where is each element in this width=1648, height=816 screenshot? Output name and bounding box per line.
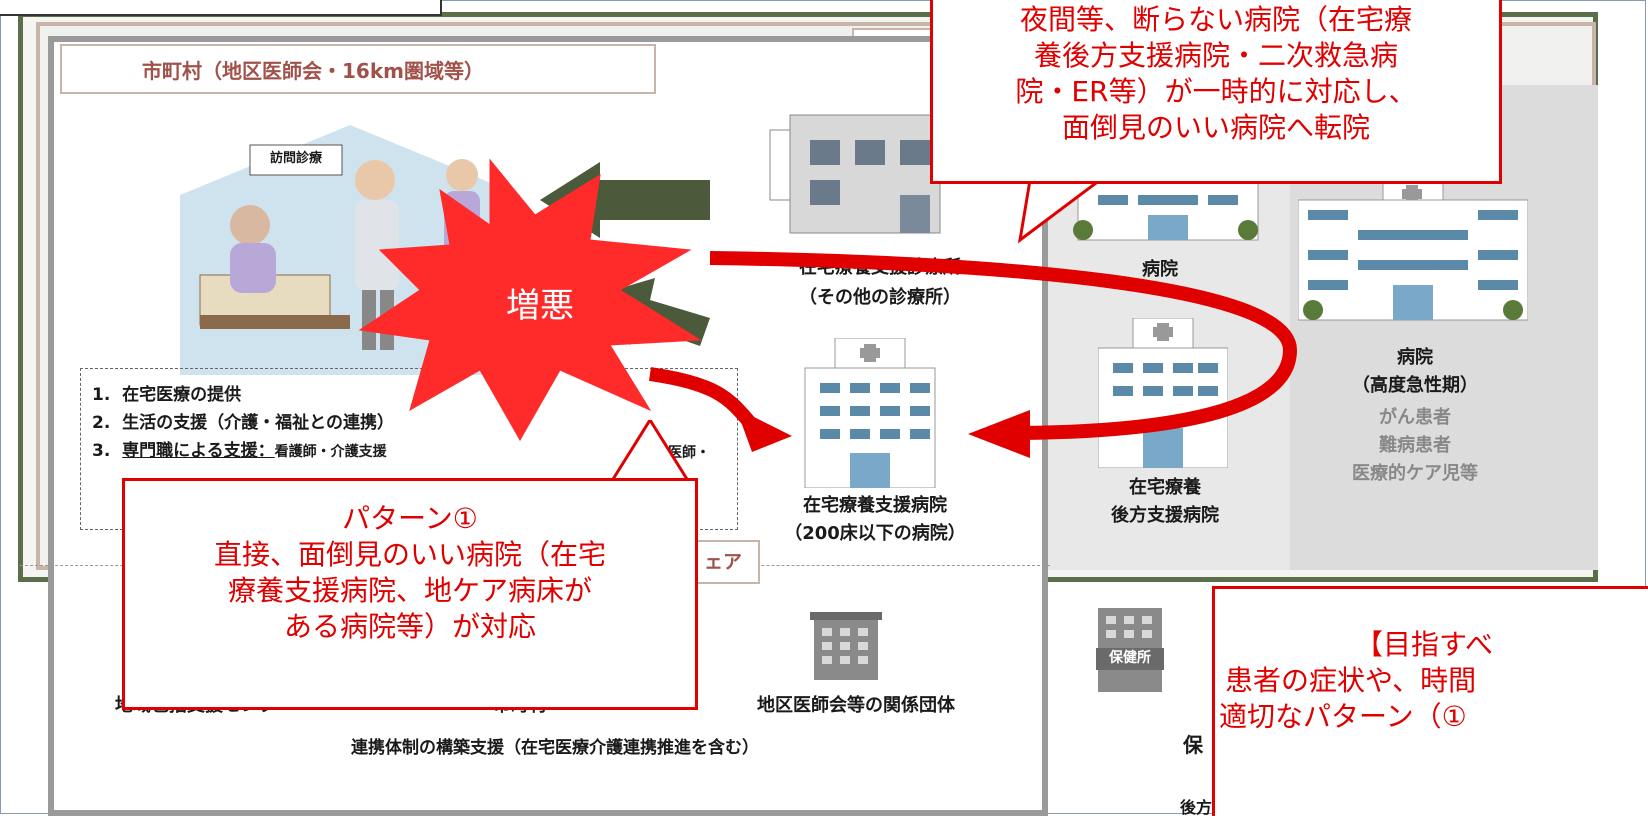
cooperation-footer: 連携体制の構築支援（在宅医療介護連携推進を含む） xyxy=(351,738,759,758)
office-building-icon xyxy=(810,612,882,680)
support-item-2: 2. 生活の支援（介護・福祉との連携） xyxy=(92,413,394,433)
backup-hospital-icon xyxy=(1098,318,1228,468)
support-item-3: 3. 専門職による支援：看護師・介護支援 xyxy=(92,441,387,461)
municipality-title: 市町村（地区医師会・16km圏域等） xyxy=(60,44,656,94)
night-callout-tail xyxy=(1017,180,1103,244)
exacerbation-burst xyxy=(358,158,702,442)
acute-hospital-label-1: 病院 xyxy=(1397,347,1433,368)
health-center-sign: 保健所 xyxy=(1109,650,1151,666)
night-route-arrow-curve xyxy=(709,251,1298,440)
exacerbation-label: 増悪 xyxy=(506,286,574,326)
clinic-building-icon xyxy=(769,114,941,234)
pattern1-arrow-curve xyxy=(649,367,758,430)
support-item-1: 1. 在宅医療の提供 xyxy=(92,385,242,405)
acute-hospital-icon xyxy=(1298,180,1528,321)
corner-tab xyxy=(0,0,442,16)
hospital-icon xyxy=(1073,180,1259,241)
night-hospital-callout: 夜間等、断らない病院（在宅療 養後方支援病院・二次救急病 院・ER等）が一時的に… xyxy=(930,0,1502,184)
backup-hospital-label-2: 後方支援病院 xyxy=(1111,505,1219,526)
clinic-label-2: （その他の診療所） xyxy=(799,287,961,308)
backup-hospital-label-1: 在宅療養 xyxy=(1129,477,1201,498)
bottom-section-tab: ェア xyxy=(690,540,760,584)
goal-callout: 【目指すべ 患者の症状や、時間 適切なパターン（① xyxy=(1212,586,1648,816)
support-hospital-label-1: 在宅療養支援病院 xyxy=(803,495,947,516)
acute-target-3: 医療的ケア児等 xyxy=(1352,463,1478,484)
house-sign: 訪問診療 xyxy=(269,151,322,166)
support-hospital-icon xyxy=(804,338,936,488)
acute-hospital-label-2: （高度急性期） xyxy=(1352,375,1478,396)
night-route-arrow-head xyxy=(968,410,1030,458)
acute-target-2: 難病患者 xyxy=(1379,435,1451,456)
org-medical-association: 地区医師会等の関係団体 xyxy=(757,695,955,716)
acute-target-1: がん患者 xyxy=(1379,407,1451,428)
pattern1-arrow-head xyxy=(736,408,792,452)
pattern1-callout: パターン① 直接、面倒見のいい病院（在宅 療養支援病院、地ケア病床が ある病院等… xyxy=(122,478,698,710)
hospital-label: 病院 xyxy=(1142,259,1178,280)
health-center-label: 保 xyxy=(1183,733,1203,757)
health-center-icon xyxy=(1096,608,1164,692)
support-hospital-label-2: （200床以下の病院） xyxy=(784,523,966,544)
